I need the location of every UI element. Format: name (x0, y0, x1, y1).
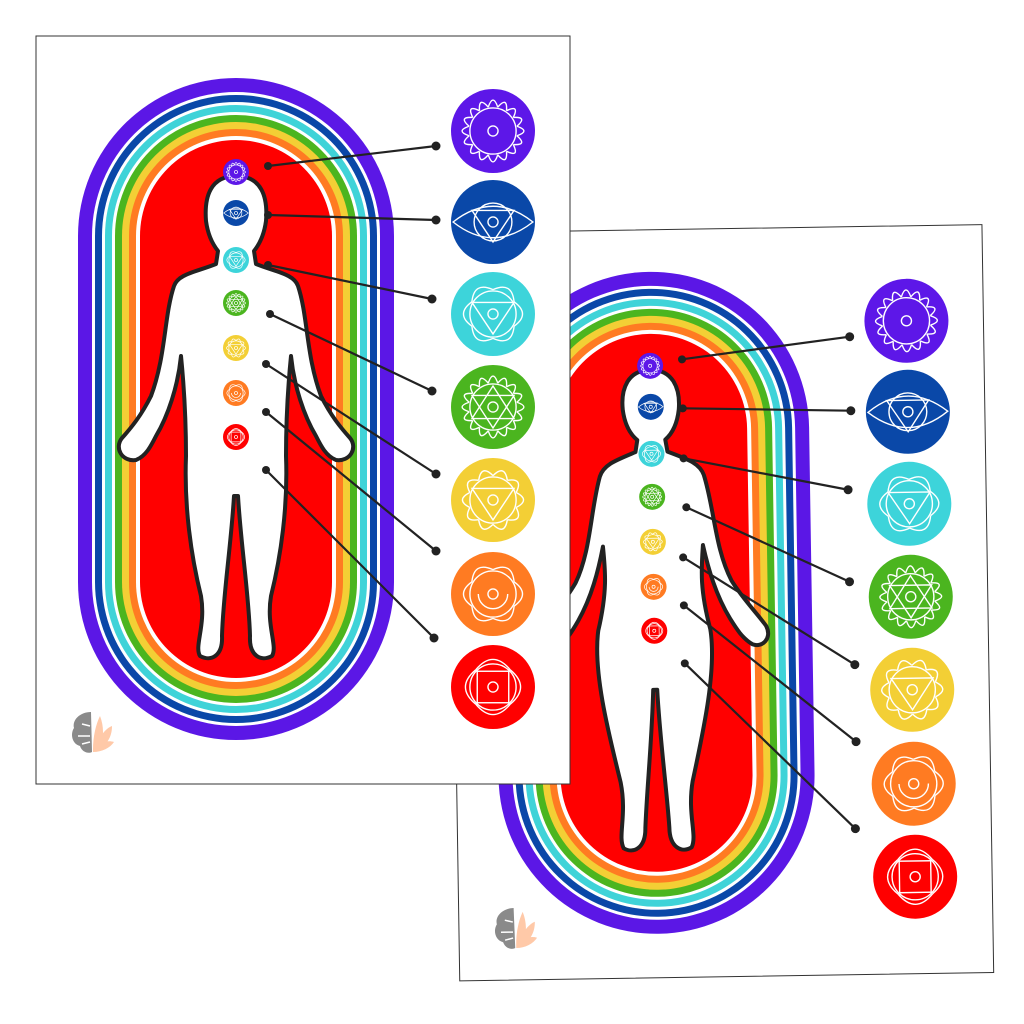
chakra-symbol-throat-icon (867, 461, 952, 546)
connector-dot (851, 737, 861, 747)
connector-dot (680, 659, 689, 668)
connector-dot (266, 310, 274, 318)
chakra-symbol-heart-icon (223, 290, 249, 316)
connector-line (679, 601, 861, 747)
chakra-symbol-throat-icon (451, 272, 535, 356)
chakra-symbol-third-eye-icon (865, 369, 950, 454)
chakra-symbol-crown-icon (223, 159, 249, 185)
connector-dot (431, 215, 441, 225)
connector-line (679, 454, 853, 495)
chakra-symbol-root-icon (223, 424, 249, 450)
chakra-symbol-crown-icon (451, 89, 535, 173)
lotus-icon (516, 911, 538, 949)
connector-line (678, 332, 855, 364)
connector-dot (845, 577, 855, 587)
chakra-symbol-solar-plexus-icon (223, 335, 249, 361)
brain-lotus-logo (72, 712, 114, 753)
connector-line (266, 310, 437, 396)
chakra-symbol-root-icon (873, 834, 958, 919)
connector-dot (264, 162, 272, 170)
chakra-symbol-sacral-icon (223, 380, 249, 406)
connector-line (682, 503, 855, 587)
connector-dot (679, 454, 688, 463)
connector-dot (678, 404, 687, 413)
connector-dot (262, 466, 270, 474)
chakra-symbol-heart-icon (639, 483, 666, 510)
connector-dot (846, 406, 856, 416)
chakra-symbol-crown-icon (637, 352, 664, 379)
aura-rings (493, 271, 815, 934)
chakra-symbol-solar-plexus-icon (870, 647, 955, 732)
chakra-symbol-third-eye-icon (451, 180, 535, 264)
chakra-symbol-heart-icon (868, 554, 953, 639)
connector-dot (427, 294, 437, 304)
connector-dot (429, 633, 439, 643)
connector-dot (843, 485, 853, 495)
connector-dot (845, 332, 855, 342)
connector-dot (264, 261, 272, 269)
connector-line (264, 211, 441, 225)
chakra-symbol-sacral-icon (640, 573, 667, 600)
chakra-symbol-sacral-icon (871, 741, 956, 826)
connector-dot (264, 211, 272, 219)
connector-line (262, 360, 441, 479)
connector-line (262, 408, 441, 556)
connector-line (680, 659, 860, 834)
chakra-symbol-solar-plexus-icon (639, 528, 666, 555)
connector-dot (431, 141, 441, 151)
connector-line (264, 141, 441, 170)
chakra-symbol-sacral-icon (451, 552, 535, 636)
connector-dot (678, 355, 687, 364)
connector-dot (431, 469, 441, 479)
connector-dot (850, 824, 860, 834)
chakra-symbol-root-icon (451, 645, 535, 729)
connector-dot (262, 360, 270, 368)
chakra-symbol-heart-icon (451, 365, 535, 449)
connector-line (262, 466, 439, 643)
connector-dot (850, 660, 860, 670)
chakra-symbol-root-icon (641, 617, 668, 644)
connector-line (264, 261, 437, 304)
chakra-symbol-third-eye-icon (637, 393, 664, 420)
connector-dot (427, 386, 437, 396)
connector-dot (431, 546, 441, 556)
connector-dot (682, 503, 691, 512)
connector-dot (262, 408, 270, 416)
chakra-symbol-crown-icon (864, 278, 949, 363)
connector-dot (679, 553, 688, 562)
chart-card-front (35, 35, 571, 785)
chakra-symbol-third-eye-icon (223, 200, 249, 226)
connector-line (678, 404, 856, 416)
connector-dot (679, 601, 688, 610)
lotus-icon (93, 716, 114, 752)
chakra-symbol-solar-plexus-icon (451, 458, 535, 542)
brain-lotus-logo (495, 908, 538, 949)
chakra-symbol-throat-icon (638, 440, 665, 467)
connector-line (679, 553, 860, 670)
body-silhouette (116, 174, 356, 661)
chakra-symbol-throat-icon (223, 247, 249, 273)
